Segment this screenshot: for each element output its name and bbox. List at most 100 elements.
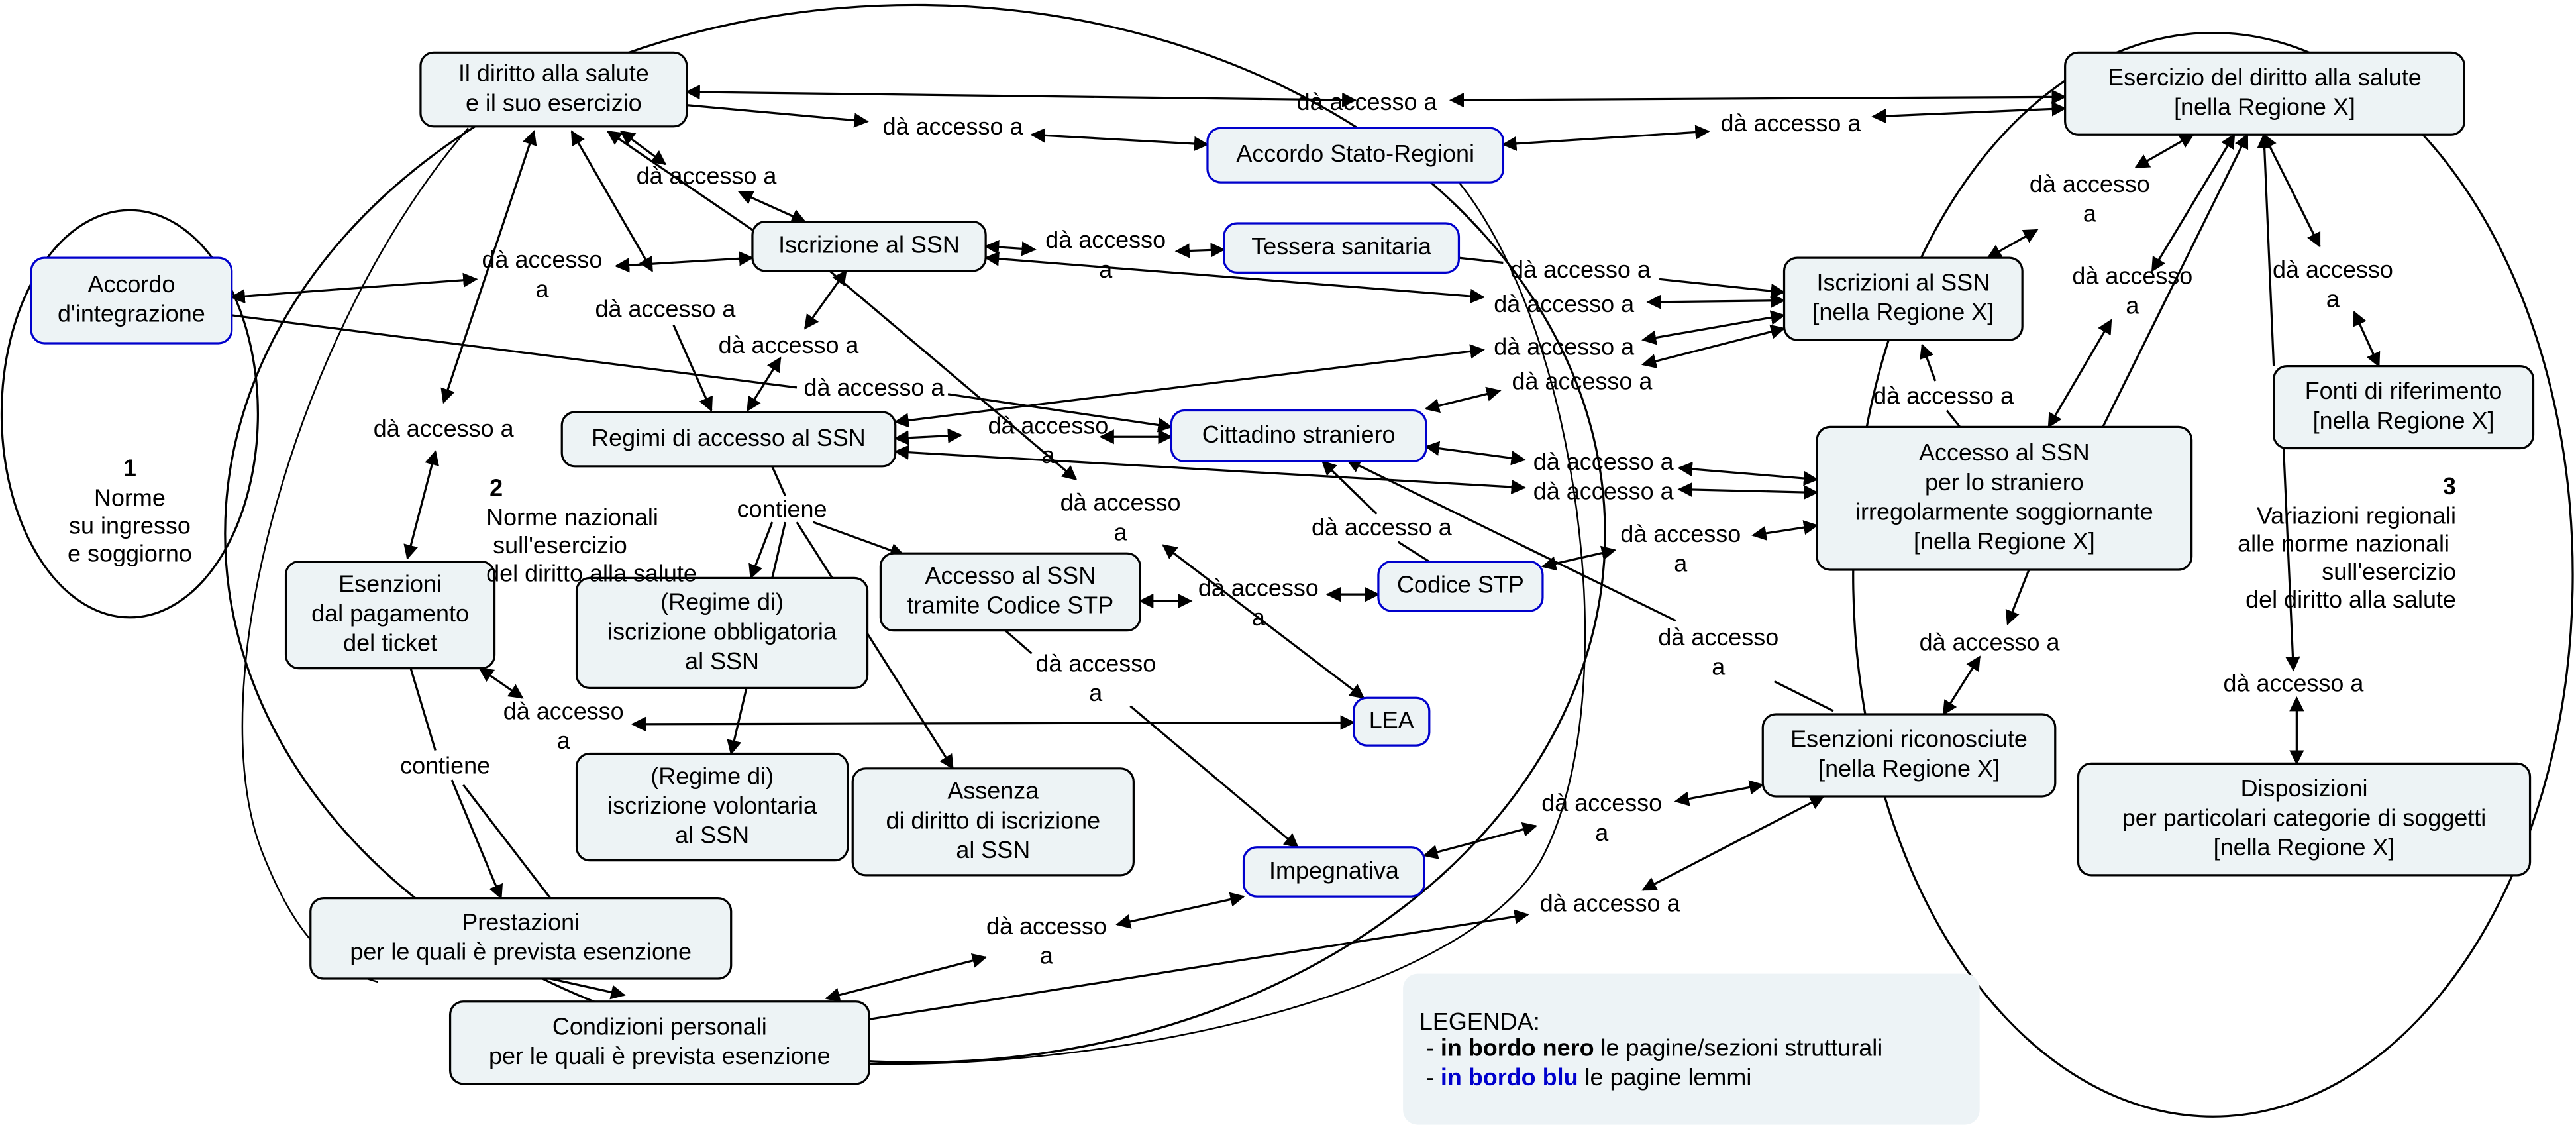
- link-label-da-accesso: dà accesso a: [1297, 88, 1437, 115]
- connector-arrow: [2282, 448, 2300, 672]
- node-stato-regioni[interactable]: Accordo Stato-Regioni: [1206, 127, 1505, 184]
- connector-arrow: [1502, 125, 1710, 151]
- connector-arrow: [1541, 545, 1617, 571]
- node-box: [879, 552, 1141, 632]
- connector-arrow: [450, 779, 503, 900]
- node-tessera[interactable]: Tessera sanitaria: [1223, 222, 1461, 274]
- node-esercizio-regione[interactable]: Esercizio del diritto alla salute[nella …: [2064, 51, 2465, 136]
- node-box: [448, 1000, 870, 1085]
- connector-arrow: [1646, 293, 1786, 309]
- connector-arrow: [1162, 544, 1365, 699]
- link-label-da-accesso: dà accesso a: [1494, 290, 1634, 317]
- node-lea[interactable]: LEA: [1353, 696, 1431, 747]
- connector-arrow: [1424, 386, 1502, 413]
- node-iscrizione-ssn[interactable]: Iscrizione al SSN: [751, 220, 987, 272]
- connector-arrow: [1773, 680, 1834, 712]
- node-cittadino[interactable]: Cittadino straniero: [1170, 409, 1427, 463]
- link-label-da-accesso: dà accesso a: [1533, 448, 1674, 475]
- connector-arrow: [829, 270, 1078, 481]
- connector-arrow: [231, 314, 798, 389]
- link-label-da-accesso: dà accesso a: [2223, 669, 2363, 696]
- legend-black: - in bordo nero le pagine/sezioni strutt…: [1419, 1034, 1882, 1061]
- connector-arrow: [614, 251, 754, 273]
- connector-arrow: [2047, 319, 2112, 429]
- connector-arrow: [738, 191, 807, 223]
- connector-arrow: [440, 130, 537, 404]
- link-label-da-accesso: dà accesso a: [1312, 513, 1452, 541]
- section-1-number: 1: [123, 455, 136, 482]
- section-1-ellipse: [0, 209, 260, 619]
- connector-arrow: [1449, 89, 2067, 108]
- connector-arrow: [1321, 460, 1378, 515]
- node-iscrizioni-regione[interactable]: Iscrizioni al SSN[nella Regione X]: [1782, 256, 2024, 341]
- node-label: Codice STP: [1397, 571, 1524, 598]
- link-label-da-accesso: dà accesso a: [1920, 628, 2060, 655]
- node-box: [309, 896, 733, 980]
- connector-arrow: [1641, 310, 1786, 345]
- node-impegnativa[interactable]: Impegnativa: [1242, 846, 1425, 898]
- connector-arrow: [771, 466, 787, 497]
- legend-blue: - in bordo blu le pagine lemmi: [1419, 1063, 1751, 1091]
- connector-arrow: [570, 130, 654, 272]
- connector-arrow: [1641, 324, 1786, 369]
- connector-arrow: [409, 668, 437, 751]
- node-codice-stp[interactable]: Codice STP: [1377, 560, 1544, 612]
- connector-arrow: [894, 428, 963, 445]
- connector-arrow: [984, 239, 1037, 256]
- link-label-da-accesso: dà accesso a: [1512, 367, 1653, 394]
- connector-curve: [241, 127, 469, 983]
- node-box: [1353, 696, 1431, 747]
- connector-arrow: [1641, 795, 1826, 891]
- connector-arrow: [686, 104, 869, 128]
- edges: [230, 84, 2381, 1065]
- connector-arrow: [1174, 243, 1226, 258]
- connector-arrow: [2353, 310, 2381, 368]
- connector-arrow: [2134, 133, 2195, 169]
- link-label-contiene: contiene: [400, 751, 490, 779]
- node-regimi[interactable]: Regimi di accesso al SSN: [560, 411, 897, 468]
- section-2-number: 2: [489, 474, 503, 501]
- node-esenzioni-regione[interactable]: Esenzioni riconosciute[nella Regione X]: [1761, 713, 2057, 798]
- connector-arrow: [1751, 520, 1819, 541]
- connector-arrow: [813, 521, 905, 558]
- node-label: LEA: [1369, 706, 1414, 733]
- link-label-da-accesso: dà accesso a: [1494, 333, 1634, 360]
- node-label: Regimi di accesso al SSN: [592, 424, 866, 451]
- connector-arrow: [825, 953, 988, 1002]
- connector-arrow: [1920, 343, 1937, 382]
- connector-arrow: [1677, 482, 1819, 500]
- connector-arrow: [2151, 133, 2236, 272]
- node-label: Iscrizione al SSN: [778, 231, 960, 258]
- connector-arrow: [2005, 569, 2030, 625]
- link-label-da-accesso: dà accesso a: [719, 331, 859, 358]
- section-3-ellipse: [1852, 31, 2574, 1118]
- connector-arrow: [631, 715, 1355, 732]
- link-label-da-accesso: dà accesso a: [1540, 889, 1680, 916]
- node-fonti[interactable]: Fonti di riferimento[nella Regione X]: [2273, 365, 2535, 450]
- link-label-da-accesso: dà accesso a: [374, 415, 514, 442]
